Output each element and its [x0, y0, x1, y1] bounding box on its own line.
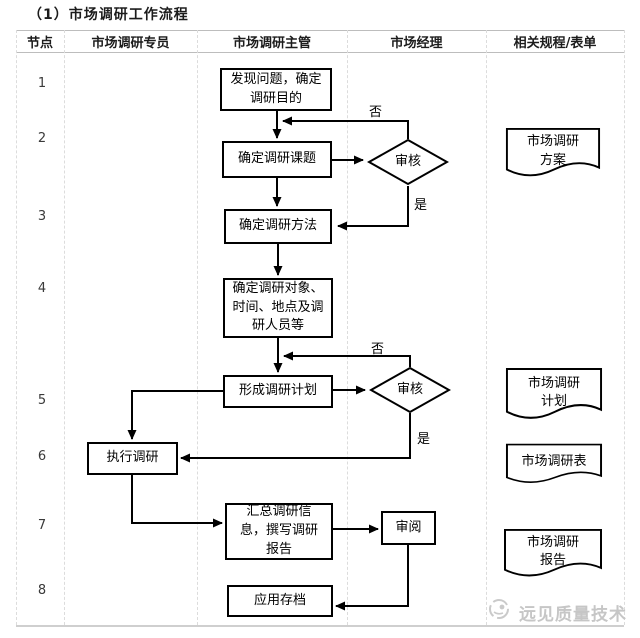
flow-step-6-box: 执行调研 — [87, 442, 178, 475]
decision-2-label: 审核 — [396, 381, 423, 397]
node-number-6: 6 — [37, 449, 47, 464]
flow-step-5-box: 形成调研计划 — [223, 375, 333, 408]
branch-label-yes-2: 是 — [417, 432, 431, 447]
table-bottom-border — [16, 625, 624, 627]
node-number-5: 5 — [37, 393, 47, 408]
branch-label-yes-1: 是 — [414, 198, 428, 213]
header-bottom-border — [16, 52, 624, 53]
grid-line — [486, 30, 487, 625]
branch-label-no-1: 否 — [369, 105, 383, 120]
column-header-documents: 相关规程/表单 — [513, 35, 597, 51]
flow-step-4-box: 确定调研对象、 时间、地点及调 研人员等 — [223, 278, 333, 338]
grid-line — [624, 30, 625, 625]
document-2-label: 市场调研 计划 — [527, 375, 580, 409]
decision-1-label: 审核 — [394, 153, 421, 169]
node-number-2: 2 — [37, 131, 47, 146]
document-3-label: 市场调研表 — [521, 453, 587, 469]
document-4-label: 市场调研 报告 — [526, 534, 579, 568]
node-number-4: 4 — [37, 281, 47, 296]
document-shape-1: 市场调研 方案 — [505, 127, 601, 185]
header-top-border — [16, 30, 624, 31]
decision-diamond-2: 审核 — [369, 366, 451, 414]
decision-diamond-1: 审核 — [367, 138, 449, 186]
grid-line — [64, 30, 65, 625]
grid-line — [347, 30, 348, 625]
column-header-specialist: 市场调研专员 — [91, 35, 170, 51]
page-title: （1）市场调研工作流程 — [28, 7, 189, 23]
document-1-label: 市场调研 方案 — [526, 134, 579, 168]
flow-step-8-box: 应用存档 — [227, 585, 333, 617]
node-number-7: 7 — [37, 518, 47, 533]
column-header-manager: 市场经理 — [390, 35, 443, 51]
flow-step-7-box: 汇总调研信 息，撰写调研 报告 — [225, 503, 333, 560]
review-box: 审阅 — [381, 511, 436, 545]
column-header-supervisor: 市场调研主管 — [232, 35, 311, 51]
document-shape-4: 市场调研 报告 — [503, 528, 603, 585]
document-shape-3: 市场调研表 — [505, 443, 603, 490]
flow-step-3-box: 确定调研方法 — [224, 209, 332, 244]
flow-step-2-box: 确定调研课题 — [222, 141, 332, 178]
node-number-3: 3 — [37, 209, 47, 224]
flow-step-1-box: 发现问题，确定 调研目的 — [220, 68, 332, 111]
watermark-text: 远见质量技术 — [519, 605, 627, 625]
grid-line — [16, 30, 17, 625]
grid-line — [197, 30, 198, 625]
watermark-logo-icon — [486, 597, 514, 621]
document-shape-2: 市场调研 计划 — [505, 367, 603, 428]
branch-label-no-2: 否 — [371, 342, 385, 357]
node-number-8: 8 — [37, 583, 47, 598]
column-header-node: 节点 — [26, 35, 53, 51]
node-number-1: 1 — [37, 76, 47, 91]
